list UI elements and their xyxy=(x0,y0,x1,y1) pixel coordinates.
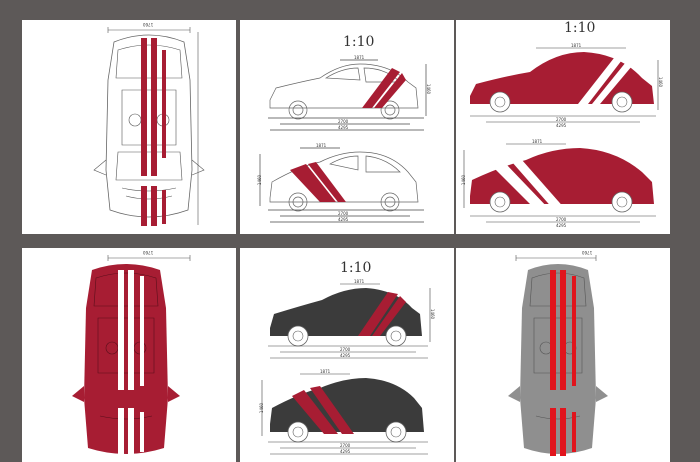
upper-dim-length: 4295 xyxy=(338,125,349,130)
car-top-view-gray-drawing xyxy=(508,255,608,456)
panel-top-view-red: 1760 xyxy=(22,248,236,462)
upper-dim-stripe: 1871 xyxy=(571,43,582,48)
dim-label-top: 1760 xyxy=(143,22,154,27)
lower-dim-height: 1460 xyxy=(259,402,265,414)
lower-dim-wheelbase: 2700 xyxy=(340,443,351,448)
upper-dim-height: 1460 xyxy=(658,76,664,88)
panel-side-views-red: 1:10 1871 1460 2700 4295 187 xyxy=(456,20,670,234)
lower-dim-height: 1460 xyxy=(461,174,467,186)
car-top-view-red-drawing xyxy=(72,255,191,456)
upper-dim-length: 4295 xyxy=(556,123,567,128)
upper-dim-stripe: 1871 xyxy=(354,55,365,60)
lower-dim-stripe: 1871 xyxy=(532,139,543,144)
lower-dim-length: 4295 xyxy=(556,223,567,228)
upper-dim-length: 4295 xyxy=(340,353,351,358)
lower-dim-length: 4295 xyxy=(338,217,349,222)
lower-dim-length: 4295 xyxy=(340,449,351,454)
panel-top-view-outline: 1760 xyxy=(22,20,236,234)
upper-dim-height: 1460 xyxy=(430,308,436,320)
dim-label-top: 1760 xyxy=(582,250,593,255)
dim-label-top: 1760 xyxy=(143,250,154,255)
lower-dim-height: 1460 xyxy=(257,174,263,186)
panel-top-view-gray: 1760 xyxy=(456,248,670,462)
scale-label: 1:10 xyxy=(564,20,596,36)
lower-dim-stripe: 1871 xyxy=(320,369,331,374)
upper-dim-wheelbase: 2700 xyxy=(556,117,567,122)
panel-side-views-outline: 1:10 xyxy=(240,20,454,234)
panel-side-views-dark: 1:10 1871 1460 270 xyxy=(240,248,454,462)
car-side-views-outline-drawing xyxy=(259,59,427,223)
upper-dim-stripe: 1871 xyxy=(354,279,365,284)
lower-dim-stripe: 1871 xyxy=(316,143,327,148)
car-side-views-red-drawing xyxy=(463,47,659,223)
upper-dim-wheelbase: 2700 xyxy=(340,347,351,352)
car-top-view-outline-drawing xyxy=(93,27,205,226)
scale-label: 1:10 xyxy=(340,260,372,276)
upper-dim-height: 1460 xyxy=(426,83,432,95)
upper-dim-wheelbase: 2700 xyxy=(338,119,349,124)
car-side-views-dark-drawing xyxy=(261,283,431,455)
lower-dim-wheelbase: 2700 xyxy=(338,211,349,216)
lower-dim-wheelbase: 2700 xyxy=(556,217,567,222)
scale-label: 1:10 xyxy=(343,34,375,50)
